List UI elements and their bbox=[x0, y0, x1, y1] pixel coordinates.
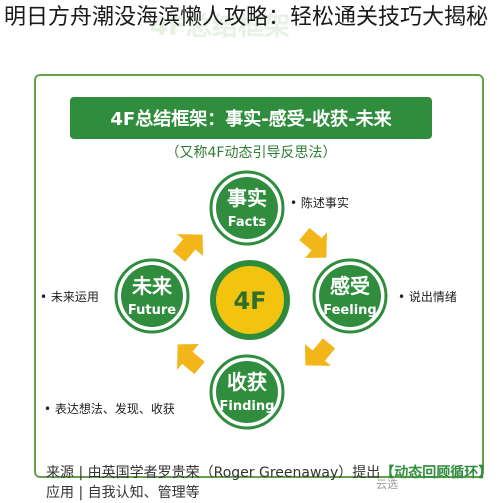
arrow-future-to-facts bbox=[172, 234, 204, 262]
future-cn-label: 未来 bbox=[132, 274, 173, 298]
finding-note: • 表达想法、发现、收获 bbox=[44, 402, 175, 416]
finding-node: 收获 Finding bbox=[209, 354, 285, 430]
facts-cn-label: 事实 bbox=[227, 186, 267, 210]
footer-notes: 来源 | 由英国学者罗贵荣（Roger Greenaway）提出【动态回顾循环】… bbox=[46, 463, 496, 503]
feeling-cn-label: 感受 bbox=[330, 274, 370, 298]
footer-application: 应用 | 自我认知、管理等 bbox=[46, 485, 200, 501]
center-4f-node: 4F bbox=[210, 260, 290, 340]
framework-subheader: （又称4F动态引导反思法） bbox=[165, 145, 337, 161]
feeling-en-label: Feeling bbox=[323, 303, 376, 318]
arrow-facts-to-feeling bbox=[299, 227, 327, 259]
article-title: 明日方舟潮没海滨懒人攻略：轻松通关技巧大揭秘 bbox=[4, 5, 489, 30]
finding-cn-label: 收获 bbox=[227, 370, 267, 394]
feeling-note: • 说出情绪 bbox=[398, 290, 457, 304]
footer-source: 来源 | 由英国学者罗贵荣（Roger Greenaway）提出【动态回顾循环】 bbox=[46, 465, 493, 481]
center-4f-label: 4F bbox=[233, 287, 266, 315]
arrow-feeling-to-finding bbox=[304, 338, 336, 366]
facts-en-label: Facts bbox=[228, 215, 267, 230]
feeling-node: 感受 Feeling bbox=[312, 258, 388, 334]
arrow-finding-to-future bbox=[177, 343, 205, 375]
future-note: • 未来运用 bbox=[40, 290, 99, 304]
framework-header: 4F总结框架：事实-感受-收获-未来 bbox=[70, 97, 432, 139]
watermark: 云选 bbox=[376, 478, 398, 491]
facts-node: 事实 Facts bbox=[209, 170, 285, 246]
future-en-label: Future bbox=[128, 303, 176, 318]
finding-en-label: Finding bbox=[220, 399, 275, 414]
facts-note: • 陈述事实 bbox=[290, 196, 349, 210]
future-node: 未来 Future bbox=[114, 258, 190, 334]
